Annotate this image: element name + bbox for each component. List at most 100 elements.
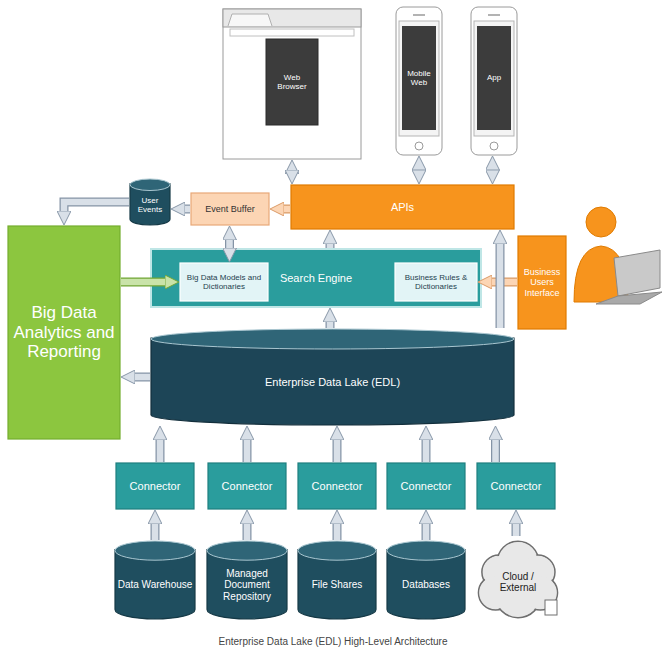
block-arrow [426, 519, 427, 540]
arrow-outline [64, 202, 129, 216]
arrow-body [279, 206, 290, 213]
arrow-outline [422, 519, 431, 540]
node-label: APIs [391, 201, 414, 214]
arrow-outline [180, 205, 190, 214]
block-arrow [130, 377, 150, 378]
block-arrow [337, 519, 338, 540]
arrow-outline [512, 519, 521, 536]
block-arrow [426, 435, 427, 462]
search-band: Big Data Models and Dictionaries Business… [150, 248, 482, 308]
node-label: Connector [312, 480, 363, 493]
text-area: APIs [294, 187, 511, 227]
api-bar: APIs [290, 184, 515, 230]
text-area: Connector [480, 465, 552, 507]
arrow-body [152, 519, 159, 540]
block-arrow [500, 239, 501, 328]
block-arrow [247, 519, 248, 540]
connector-box: Connector [297, 462, 377, 510]
node-label: Connector [222, 480, 273, 493]
rules-box: Business Rules & Dictionaries [394, 262, 478, 302]
node-label: App [487, 73, 501, 82]
arrow-body [334, 435, 341, 462]
arrow-body [423, 519, 430, 540]
block-arrow [247, 435, 248, 462]
browser-client: Web Browser [222, 8, 362, 160]
text-area: User Events [132, 192, 168, 219]
arrow-outline [422, 435, 431, 462]
node-label: Connector [401, 480, 452, 493]
arrow-outline [326, 317, 335, 328]
app-client: App [470, 6, 518, 156]
node-label: Web Browser [270, 73, 314, 91]
node-label: Connector [130, 480, 181, 493]
text-area: Big Data Analytics and Reporting [11, 228, 117, 437]
arrow-body [416, 165, 423, 175]
text-area: Enterprise Data Lake (EDL) [153, 350, 512, 414]
block-arrow [279, 209, 290, 210]
text-area: Connector [119, 465, 191, 507]
block-arrow [121, 282, 170, 283]
text-area: Web Browser [270, 42, 314, 122]
arrow-body [334, 519, 341, 540]
arrow-body [423, 435, 430, 462]
node-label: Managed Document Repository [209, 568, 285, 603]
block-arrow [495, 435, 496, 462]
text-area: Business Rules & Dictionaries [398, 265, 474, 299]
block-arrow [419, 165, 420, 175]
diagram-caption: Enterprise Data Lake (EDL) High-Level Ar… [0, 636, 666, 647]
business-user-icon [574, 207, 662, 304]
source-store: Databases [386, 540, 466, 620]
arrow-body [180, 206, 190, 213]
text-area: File Shares [300, 561, 374, 608]
block-arrow [292, 169, 293, 175]
arrow-body [492, 435, 499, 462]
text-area: Connector [390, 465, 462, 507]
block-arrow [516, 519, 517, 536]
source-store: Data Warehouse [114, 540, 196, 620]
arrow-body [513, 519, 520, 536]
node-label: Connector [491, 480, 542, 493]
text-area: Event Buffer [194, 195, 266, 223]
arrow-outline [326, 239, 335, 248]
arrow-body [244, 519, 251, 540]
arrow-body [244, 435, 251, 462]
node-label: Databases [402, 579, 450, 591]
arrow-body [121, 279, 170, 286]
block-arrow [180, 209, 190, 210]
arrow-body [289, 169, 296, 175]
cloud-source: Cloud / External [475, 536, 561, 622]
arrow-outline [243, 519, 252, 540]
block-arrow [337, 435, 338, 462]
text-area: Managed Document Repository [209, 561, 285, 608]
source-store: File Shares [297, 540, 377, 620]
block-arrow [330, 317, 331, 328]
block-arrow [155, 519, 156, 540]
arrow-outline [243, 435, 252, 462]
arrow-body [327, 317, 334, 328]
arrow-outline [130, 373, 150, 382]
node-label: Search Engine [280, 272, 352, 285]
node-label: Data Warehouse [118, 579, 193, 591]
arrow-outline [333, 435, 342, 462]
text-area: Databases [389, 561, 463, 608]
arrow-outline [415, 165, 424, 175]
user-interface-box: Business Users Interface [517, 235, 567, 330]
arrow-body [130, 374, 150, 381]
node-label: File Shares [312, 579, 363, 591]
node-label: Enterprise Data Lake (EDL) [265, 376, 400, 389]
arrow-body [64, 202, 129, 216]
arrow-outline [496, 239, 505, 328]
node-label: Event Buffer [205, 204, 254, 214]
arrow-body [497, 239, 504, 328]
node-label: Business Rules & Dictionaries [398, 273, 474, 291]
connector-box: Connector [476, 462, 556, 510]
arrow-outline [279, 205, 290, 214]
text-area: Cloud / External [487, 556, 549, 608]
text-area: Connector [211, 465, 283, 507]
arrow-body [226, 235, 233, 253]
block-arrow [492, 165, 493, 175]
text-area: Big Data Models and Dictionaries [183, 265, 265, 299]
arrow-outline [225, 235, 234, 253]
block-arrow [160, 435, 161, 462]
node-label: User Events [132, 196, 168, 214]
